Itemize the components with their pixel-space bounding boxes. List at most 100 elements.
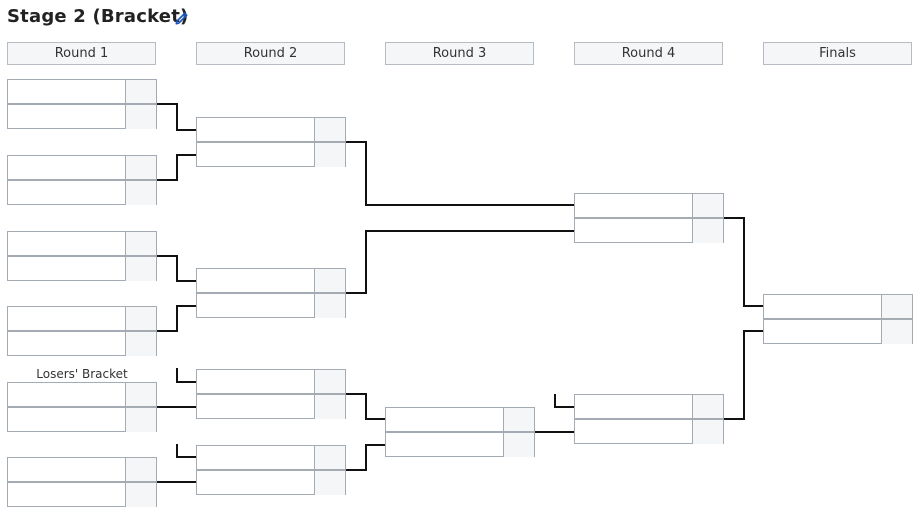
score-box	[125, 257, 156, 281]
match-slot-bottom[interactable]	[197, 294, 345, 318]
team-name	[197, 143, 315, 167]
match-r1-1[interactable]	[7, 79, 157, 129]
score-box	[125, 156, 156, 179]
match-r2-2[interactable]	[196, 268, 346, 318]
score-box	[314, 294, 345, 318]
team-name	[764, 320, 882, 344]
match-slot-top[interactable]	[575, 395, 723, 420]
team-name	[386, 408, 504, 431]
page-title: Stage 2 (Bracket)	[7, 6, 189, 27]
round-header-finals: Finals	[763, 42, 912, 65]
match-r1-losers-1[interactable]	[7, 382, 157, 432]
score-box	[503, 433, 534, 457]
team-name	[8, 105, 126, 129]
match-slot-bottom[interactable]	[197, 143, 345, 167]
score-box	[314, 269, 345, 292]
match-slot-bottom[interactable]	[8, 483, 156, 507]
match-slot-top[interactable]	[8, 80, 156, 105]
match-r1-4[interactable]	[7, 306, 157, 356]
match-r1-losers-2[interactable]	[7, 457, 157, 507]
round-header-4: Round 4	[574, 42, 723, 65]
match-slot-top[interactable]	[197, 269, 345, 294]
team-name	[8, 156, 126, 179]
match-slot-bottom[interactable]	[8, 257, 156, 281]
match-r1-2[interactable]	[7, 155, 157, 205]
round-header-2: Round 2	[196, 42, 345, 65]
match-slot-bottom[interactable]	[575, 420, 723, 444]
match-slot-bottom[interactable]	[8, 332, 156, 356]
match-slot-bottom[interactable]	[197, 395, 345, 419]
match-r4-losers-1[interactable]	[574, 394, 724, 444]
match-finals[interactable]	[763, 294, 913, 344]
team-name	[8, 408, 126, 432]
match-slot-bottom[interactable]	[8, 105, 156, 129]
score-box	[125, 483, 156, 507]
score-box	[314, 370, 345, 393]
match-slot-bottom[interactable]	[386, 433, 534, 457]
round-header-1: Round 1	[7, 42, 156, 65]
score-box	[125, 332, 156, 356]
score-box	[125, 458, 156, 481]
team-name	[197, 446, 315, 469]
team-name	[197, 471, 315, 495]
team-name	[8, 383, 126, 406]
score-box	[314, 118, 345, 141]
score-box	[314, 395, 345, 419]
team-name	[8, 257, 126, 281]
team-name	[764, 295, 882, 318]
match-slot-top[interactable]	[8, 383, 156, 408]
match-slot-bottom[interactable]	[8, 181, 156, 205]
match-slot-bottom[interactable]	[575, 219, 723, 243]
match-slot-bottom[interactable]	[764, 320, 912, 344]
round-header-3: Round 3	[385, 42, 534, 65]
team-name	[8, 483, 126, 507]
match-slot-top[interactable]	[8, 156, 156, 181]
match-slot-top[interactable]	[386, 408, 534, 433]
match-slot-top[interactable]	[575, 194, 723, 219]
match-slot-top[interactable]	[197, 118, 345, 143]
match-slot-top[interactable]	[764, 295, 912, 320]
match-r2-losers-1[interactable]	[196, 369, 346, 419]
match-slot-top[interactable]	[8, 232, 156, 257]
score-box	[692, 194, 723, 217]
score-box	[692, 420, 723, 444]
team-name	[575, 194, 693, 217]
match-r2-losers-2[interactable]	[196, 445, 346, 495]
match-r3-losers-1[interactable]	[385, 407, 535, 457]
score-box	[314, 143, 345, 167]
score-box	[125, 408, 156, 432]
score-box	[125, 105, 156, 129]
score-box	[314, 471, 345, 495]
team-name	[197, 118, 315, 141]
score-box	[125, 80, 156, 103]
match-r2-1[interactable]	[196, 117, 346, 167]
score-box	[881, 295, 912, 318]
team-name	[197, 269, 315, 292]
team-name	[197, 294, 315, 318]
score-box	[314, 446, 345, 469]
team-name	[197, 370, 315, 393]
match-slot-top[interactable]	[8, 458, 156, 483]
match-slot-top[interactable]	[8, 307, 156, 332]
match-slot-top[interactable]	[197, 370, 345, 395]
team-name	[8, 458, 126, 481]
match-r4-1[interactable]	[574, 193, 724, 243]
score-box	[125, 383, 156, 406]
team-name	[8, 307, 126, 330]
team-name	[8, 80, 126, 103]
score-box	[125, 232, 156, 255]
team-name	[8, 232, 126, 255]
team-name	[8, 181, 126, 205]
team-name	[575, 395, 693, 418]
score-box	[125, 307, 156, 330]
team-name	[8, 332, 126, 356]
match-r1-3[interactable]	[7, 231, 157, 281]
match-slot-bottom[interactable]	[197, 471, 345, 495]
pencil-edit-icon[interactable]	[174, 11, 189, 26]
match-slot-top[interactable]	[197, 446, 345, 471]
team-name	[575, 219, 693, 243]
match-slot-bottom[interactable]	[8, 408, 156, 432]
score-box	[881, 320, 912, 344]
score-box	[503, 408, 534, 431]
team-name	[197, 395, 315, 419]
